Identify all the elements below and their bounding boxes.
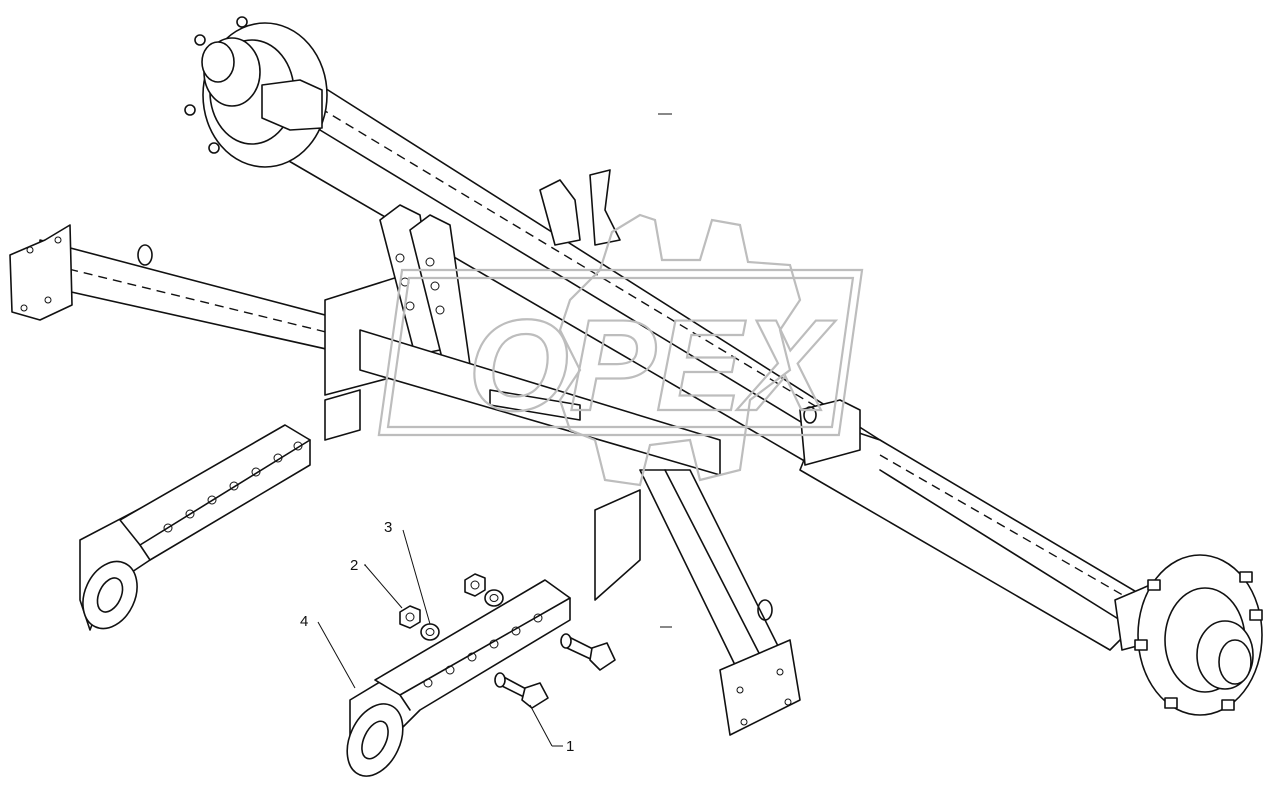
callout-1-label: 1 xyxy=(566,738,574,755)
watermark-text: OPEX xyxy=(468,292,837,438)
callout-1: 1 xyxy=(529,704,574,755)
left-wheel-hub xyxy=(184,16,328,168)
center-frame xyxy=(359,169,861,476)
part-1-bolt-upper xyxy=(560,633,616,671)
part-3-washer-1 xyxy=(420,623,440,641)
watermark: OPEX xyxy=(377,213,864,487)
left-drawbar-arm xyxy=(9,224,421,441)
callout-4: 4 xyxy=(300,613,356,689)
callout-4-label: 4 xyxy=(300,613,308,630)
part-1-bolt-lower xyxy=(494,672,549,709)
right-wheel-hub xyxy=(1114,554,1263,716)
right-drawbar-arm xyxy=(594,469,801,736)
callout-3-label: 3 xyxy=(384,519,392,536)
part-4-tow-bar-lower xyxy=(346,579,571,777)
callout-2: 2 xyxy=(350,557,403,609)
callout-3: 3 xyxy=(384,519,431,625)
part-4-tow-bar-upper xyxy=(79,424,311,631)
part-2-nut-1 xyxy=(399,605,421,629)
callout-2-label: 2 xyxy=(350,557,358,574)
part-2-nut-2 xyxy=(464,573,486,597)
part-3-washer-2 xyxy=(484,589,504,607)
